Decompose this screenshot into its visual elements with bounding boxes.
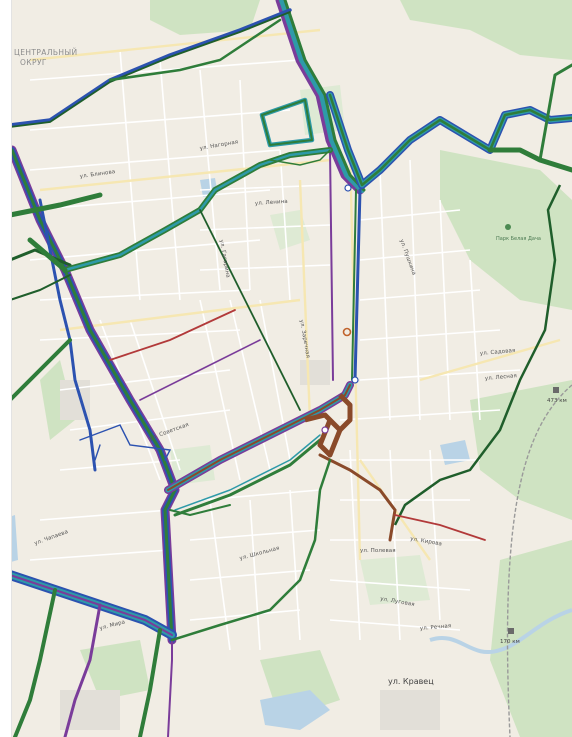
route-east-south — [393, 184, 562, 526]
km-marker-icon — [553, 387, 559, 393]
route-central-ns — [329, 149, 362, 382]
park-label-group: Парк Белая Дача — [496, 224, 541, 242]
railway — [506, 384, 572, 737]
park-areas-light — [170, 85, 430, 605]
route-center-hub — [304, 393, 353, 458]
route-west-2 — [8, 198, 97, 472]
street-label: ул. Кирова — [410, 536, 443, 548]
route-south-loop — [169, 458, 332, 642]
district-label: ЦЕНТРАЛЬНЫЙ ОКРУГ — [14, 48, 78, 67]
stop-marker-icon — [351, 376, 359, 384]
street-label: ул. Блинова — [79, 169, 115, 180]
route-northwest — [8, 8, 292, 128]
park-tree-icon — [505, 224, 511, 230]
route-green-arc — [9, 147, 333, 411]
km-marker-icon — [508, 628, 514, 634]
station-marker-icon — [342, 327, 352, 337]
route-top-horizontal — [7, 18, 282, 218]
district-label-line-2: ОКРУГ — [20, 58, 47, 67]
street-label: ул. Полевая — [360, 548, 396, 554]
park-label: Парк Белая Дача — [496, 236, 541, 242]
major-street-label: ул. Кравец — [388, 677, 434, 686]
distance-label-2: 170 км — [500, 639, 520, 645]
route-trunk-north — [275, 0, 366, 195]
route-southeast — [318, 453, 486, 542]
route-diagonal-center — [164, 381, 354, 517]
route-east-branch — [326, 63, 572, 189]
stop-marker-icon — [344, 184, 352, 192]
street-label: ул. Ленина — [255, 199, 288, 207]
left-panel-edge — [0, 0, 12, 737]
street-label: ул. Лесная — [485, 373, 517, 382]
poi-markers — [321, 184, 359, 434]
river — [429, 608, 572, 654]
route-minor-lines — [79, 149, 331, 461]
route-southwest — [5, 570, 177, 737]
district-label-line-1: ЦЕНТРАЛЬНЫЙ — [14, 48, 78, 57]
distance-label-1: 473 км — [547, 398, 567, 404]
street-label: ул. Садовая — [480, 348, 516, 357]
distance-markers: 473 км 170 км — [500, 387, 567, 645]
street-label: ул. Речная — [420, 623, 452, 632]
street-label: ул. Луговая — [380, 596, 415, 608]
stop-marker-icon — [321, 426, 329, 434]
route-loop-top — [259, 97, 315, 148]
